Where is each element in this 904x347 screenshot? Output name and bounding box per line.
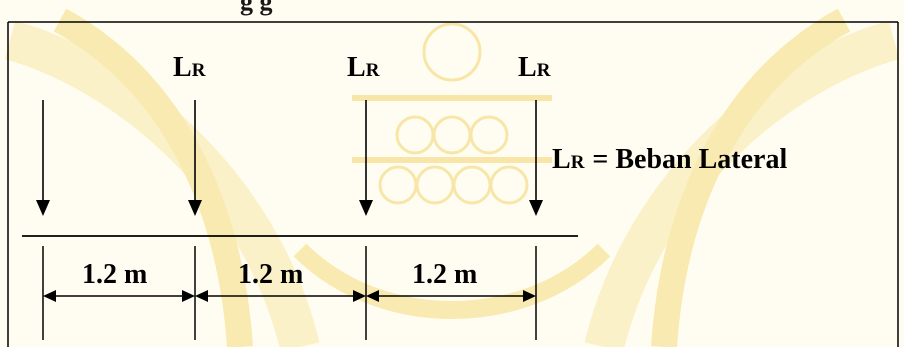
span-label-3: 1.2 m	[412, 259, 477, 290]
load-arrow-1	[36, 100, 50, 216]
load-label-1-sub: R	[192, 60, 206, 81]
load-label-1-main: L	[173, 52, 192, 83]
watermark-seal	[4, 8, 900, 347]
load-arrow-2	[188, 100, 202, 216]
load-arrow-4	[529, 100, 543, 216]
span-label-2: 1.2 m	[238, 259, 303, 290]
dimension-arrow-3	[366, 290, 536, 302]
legend-symbol-sub: R	[571, 152, 585, 173]
span-label-1: 1.2 m	[82, 259, 147, 290]
legend-description: = Beban Lateral	[592, 144, 787, 175]
load-label-3-main: L	[518, 52, 537, 83]
load-label-2-sub: R	[366, 60, 380, 81]
load-label-2: LR	[347, 52, 380, 83]
load-label-1: LR	[173, 52, 206, 83]
load-label-2-main: L	[347, 52, 366, 83]
legend-symbol-main: L	[552, 144, 571, 175]
dimension-arrow-1	[43, 290, 195, 302]
heading-fragment: g g	[240, 0, 273, 16]
load-label-3-sub: R	[537, 60, 551, 81]
legend-text: LR = Beban Lateral	[552, 144, 787, 175]
load-arrow-3	[359, 100, 373, 216]
load-label-3: LR	[518, 52, 551, 83]
dimension-arrow-2	[195, 290, 366, 302]
